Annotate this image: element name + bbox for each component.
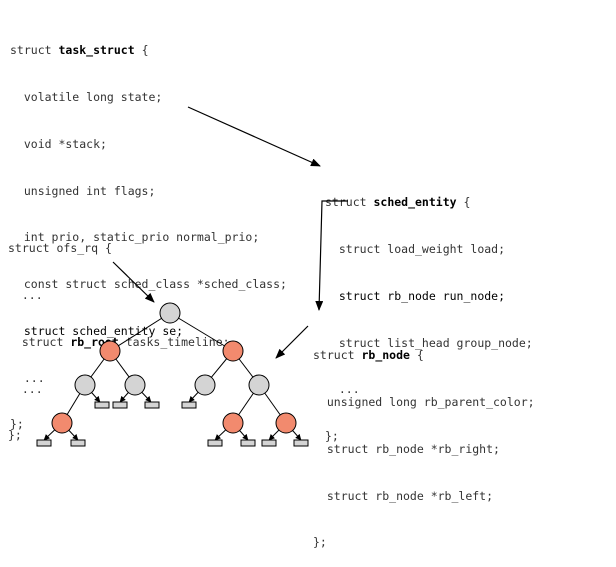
task-struct-field: ... (10, 370, 45, 385)
rb-node-name: rb_node (361, 348, 410, 363)
rb-node-closing: }; (313, 535, 327, 550)
nil-leaf (261, 439, 277, 447)
rb-tree-node (74, 374, 96, 396)
sched-entity-code: struct sched_entity { struct load_weight… (325, 164, 533, 460)
diagram-graphics (36, 106, 348, 447)
nil-leaf (70, 439, 86, 447)
rb-tree-node (222, 340, 244, 362)
cfs-rq-closing: }; (8, 428, 22, 443)
sched-entity-header: struct sched_entity { (325, 195, 471, 210)
task-struct-field: void *stack; (10, 136, 107, 151)
task-struct-closing: }; (10, 417, 24, 432)
sched-entity-field: struct list_head group_node; (325, 335, 533, 350)
nil-leaf (207, 439, 223, 447)
rb-node-field: struct rb_node *rb_right; (313, 441, 500, 456)
rb-tree-node (194, 374, 216, 396)
nil-leaf (36, 439, 52, 447)
rb-node-header: struct rb_node { (313, 348, 424, 363)
rb-node-field: unsigned long rb_parent_color; (313, 394, 535, 409)
leaf-boxes (36, 401, 309, 447)
rb-tree-node (99, 340, 121, 362)
task-struct-field: int prio, static_prio normal_prio; (10, 230, 260, 245)
rb-tree-node (248, 374, 270, 396)
sched-entity-field-run-node: struct rb_node run_node; (325, 288, 506, 303)
cfs-rq-header: struct ofs_rq { (8, 241, 112, 256)
cfs-rq-name: ofs_rq (56, 241, 99, 256)
arrow-rb-node-to-tree (275, 325, 309, 359)
task-struct-field-se: struct sched_entity se; (10, 323, 184, 338)
task-struct-code: struct task_struct { volatile long state… (10, 12, 287, 449)
task-struct-header: struct task_struct { (10, 43, 149, 58)
rb-tree-node (51, 412, 73, 434)
nil-leaf (181, 401, 197, 409)
arrow-run-node-to-rb-node (315, 200, 348, 311)
nil-leaf (293, 439, 309, 447)
rb-tree-node (222, 412, 244, 434)
tree-nodes (51, 302, 297, 434)
cfs-rq-code: struct ofs_rq { ... struct rb_root tasks… (8, 210, 230, 460)
arrow-se-to-sched-entity (187, 106, 321, 167)
rb-tree-node (275, 412, 297, 434)
nil-leaf (112, 401, 128, 409)
cfs-rq-field: ... (8, 287, 43, 302)
arrow-timeline-to-root (112, 261, 155, 303)
nil-leaf (240, 439, 256, 447)
nil-leaf (144, 401, 160, 409)
sched-entity-name: sched_entity (373, 195, 457, 210)
rb-tree-node (124, 374, 146, 396)
task-struct-name: task_struct (58, 43, 135, 58)
sched-entity-closing: }; (325, 429, 339, 444)
tree-edge (109, 312, 171, 352)
nil-leaf (94, 401, 110, 409)
task-struct-field: unsigned int flags; (10, 183, 156, 198)
sched-entity-field: struct load_weight load; (325, 241, 506, 256)
sched-entity-field: ... (325, 382, 360, 397)
task-struct-field: volatile long state; (10, 89, 163, 104)
rb-tree-node-root (159, 302, 181, 324)
tree-edge (169, 312, 234, 352)
cfs-rq-field: ... (8, 381, 43, 396)
rb-node-field: struct rb_node *rb_left; (313, 488, 494, 503)
